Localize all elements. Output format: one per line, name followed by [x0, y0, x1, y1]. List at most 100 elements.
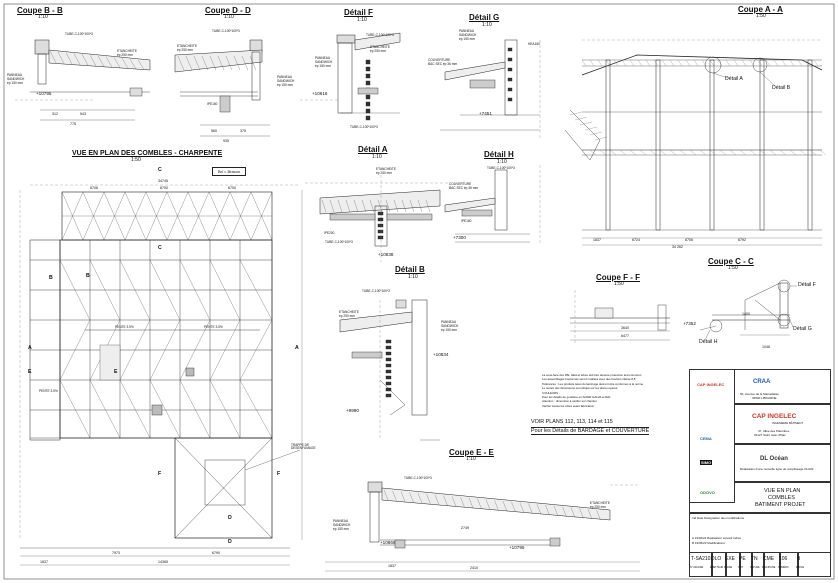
divider — [735, 403, 831, 405]
panel-hatch — [485, 499, 491, 510]
bolt-mark — [377, 235, 384, 240]
wall-panel — [337, 42, 353, 114]
roof-panel — [354, 32, 401, 51]
view-scale-coupe-dd: 1:10 — [224, 14, 234, 20]
code-cell: DLO — [711, 556, 722, 562]
section-mark-f: F — [158, 471, 162, 477]
panel-hatch — [193, 55, 201, 71]
column — [807, 59, 813, 231]
brace — [59, 259, 91, 321]
roof-panel — [319, 189, 441, 215]
hatch-frame — [204, 459, 246, 506]
stair-step — [589, 131, 603, 136]
dimension: 34745 — [158, 179, 168, 183]
view-title-coupe-aa: Coupe A - A — [738, 5, 783, 14]
panel-hatch — [361, 199, 367, 213]
truss-web — [689, 149, 697, 156]
brace — [209, 259, 241, 321]
view-title-detail-f: Détail F — [344, 8, 373, 17]
section-mark-d: D — [228, 515, 232, 521]
brace — [119, 259, 151, 321]
stair-step — [594, 136, 608, 141]
detail-circle — [704, 56, 722, 74]
opening — [185, 367, 195, 377]
bolt-mark — [365, 115, 371, 121]
dimension: 3640 — [621, 326, 629, 330]
callout-detail-h: Détail H — [699, 339, 718, 345]
panel-hatch — [443, 495, 448, 506]
callout-detail-g: Détail G — [793, 326, 812, 332]
slope-label: PENTE 3.5% — [115, 325, 134, 329]
ipe-section — [329, 213, 376, 221]
dimension: 1837 — [40, 560, 48, 564]
member-label: SANDWICH — [7, 77, 25, 81]
truss-web — [733, 59, 739, 67]
slope-label: PENTE 3.5% — [39, 389, 58, 393]
member-label: ETANCHEITE — [177, 44, 197, 48]
note-line: Les assemblages boulonnés seront réalisé… — [542, 377, 636, 382]
note-line: Tolérances : Les produits issus du lamin… — [542, 381, 644, 386]
roof-panel — [174, 49, 263, 73]
roof-panel — [48, 49, 151, 71]
bolt-mark — [507, 67, 513, 72]
panel-hatch — [129, 58, 137, 70]
panel-hatch — [137, 59, 145, 70]
bolt-mark — [365, 80, 371, 86]
member-label: ép 150 mm — [333, 527, 349, 531]
beam-section — [395, 299, 407, 309]
truss-web — [679, 149, 687, 156]
truss-web — [693, 59, 699, 67]
truss-web — [813, 59, 819, 67]
zone — [99, 344, 121, 381]
panel-hatch — [434, 494, 440, 505]
view-title-coupe-dd: Coupe D - D — [205, 6, 251, 15]
dimension: 6790 — [212, 551, 220, 555]
sheet-title: COMBLES — [768, 495, 795, 501]
section-mark-b: B — [49, 275, 53, 281]
dimension: 6706 — [90, 186, 98, 190]
level-mark: +7451 — [479, 111, 492, 116]
code-separator — [797, 552, 799, 577]
member-label: ép 250 mm — [590, 505, 606, 509]
panel-hatch — [81, 54, 89, 66]
view-title-coupe-bb: Coupe B - B — [17, 6, 63, 15]
note-box-line2: Pour les Détails de BARDAGE et COUVERTUR… — [531, 427, 650, 436]
section-mark-f: F — [277, 471, 281, 477]
truss-web — [661, 59, 667, 67]
panel-hatch — [596, 509, 601, 521]
member-label: COUVERTURE — [449, 182, 472, 186]
bolt-mark — [377, 211, 384, 216]
view-scale-coupe-cc: 1:50 — [728, 265, 738, 271]
sheet-title: VUE EN PLAN — [764, 488, 801, 494]
truss-web — [729, 149, 737, 156]
panel-hatch — [400, 491, 406, 502]
member-label: TUBE-C-100*100*3 — [65, 32, 93, 36]
truss-web — [629, 149, 637, 156]
truss-web — [765, 59, 771, 67]
member-label: COUVERTURE — [428, 58, 451, 62]
dimension: 935 — [223, 139, 229, 143]
member-label: TUBE-C-100*100*3 — [487, 166, 515, 170]
column — [657, 304, 667, 331]
panel-hatch — [105, 56, 113, 68]
member-label: ép 250 mm — [339, 314, 355, 318]
ipe-section — [129, 87, 143, 97]
panel-hatch — [321, 199, 327, 213]
bolt-mark — [507, 97, 513, 102]
code-cell: T-SA2102 — [691, 556, 714, 562]
ipe-section — [386, 213, 433, 221]
panel-hatch — [417, 199, 423, 213]
note-line: Attention : dimension à vérifier sur cha… — [542, 399, 597, 404]
level-mark: +9990 — [346, 408, 359, 413]
truss-web — [589, 149, 597, 156]
dimension: 6477 — [621, 334, 629, 338]
panel-hatch — [233, 55, 241, 71]
wall-panel — [37, 53, 47, 85]
view-title-detail-a: Détail A — [358, 145, 388, 154]
column — [709, 59, 715, 231]
panel-hatch — [57, 51, 65, 64]
code-separator — [779, 552, 781, 577]
ipe-section — [394, 539, 406, 549]
truss-web — [799, 149, 807, 156]
